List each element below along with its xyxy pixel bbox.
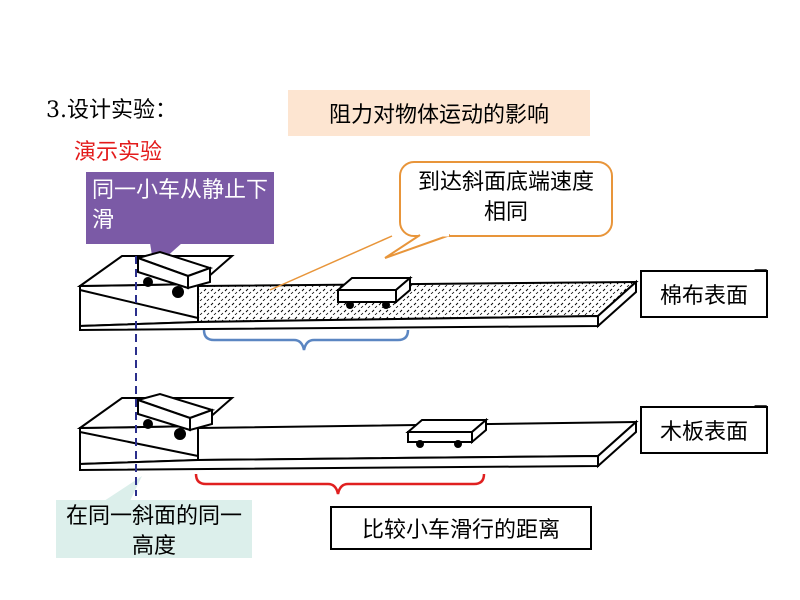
same-height-bubble [56,476,252,558]
cotton-cart-start [134,250,214,298]
speed-pointer [269,235,393,291]
wood-brace [194,473,486,495]
step-title: 3.设计实验： [46,98,177,123]
cotton-surface-text: 棉布表面 [659,284,748,309]
wood-cart-start [134,392,216,440]
compare-distance-box: 比较小车滑行的距离 [330,506,592,550]
topic-title: 阻力对物体运动的影响 [288,90,590,136]
demo-label: 演示实验 [74,140,163,165]
same-height-text: 在同一斜面的同一高度 [65,504,242,559]
same-speed-bubble [384,161,613,259]
cotton-surface-label: 棉布表面 [640,270,768,318]
wood-cart-end [405,417,489,448]
wood-surface-label: 木板表面 [640,406,768,454]
cotton-brace [202,329,410,351]
same-cart-bubble [86,172,274,268]
cotton-cart-end [335,275,413,309]
compare-distance-text: 比较小车滑行的距离 [361,518,560,543]
same-speed-text: 到达斜面底端速度相同 [417,170,594,225]
same-cart-text: 同一小车从静止下滑 [92,178,269,233]
wood-surface-text: 木板表面 [659,420,748,445]
topic-text: 阻力对物体运动的影响 [328,103,549,128]
